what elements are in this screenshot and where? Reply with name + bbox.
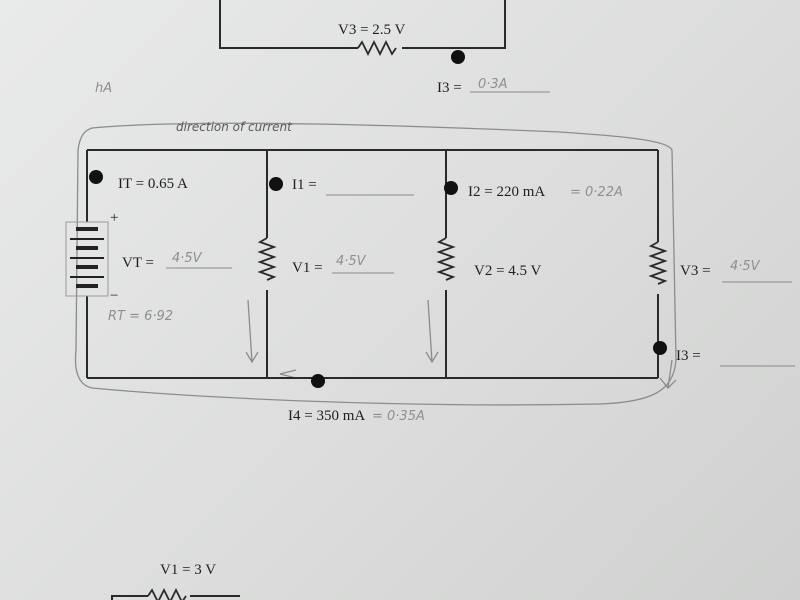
resistor-3 bbox=[648, 241, 668, 285]
i3-label: I3 = bbox=[676, 348, 701, 364]
i2-answer: = 0·22A bbox=[570, 185, 623, 200]
battery-minus: − bbox=[110, 288, 118, 304]
battery: + − bbox=[65, 210, 118, 304]
bottom-circuit: V1 = 3 V bbox=[111, 562, 240, 600]
i1-node bbox=[269, 177, 283, 191]
it-node bbox=[89, 170, 103, 184]
it-label: IT = 0.65 A bbox=[118, 176, 188, 192]
bottom-v1-label: V1 = 3 V bbox=[160, 562, 216, 578]
bottom-resistor bbox=[147, 587, 187, 600]
direction-arrow-right bbox=[659, 359, 677, 389]
resistor-1 bbox=[257, 237, 277, 281]
v1-answer: 4·5V bbox=[336, 254, 367, 269]
battery-plus: + bbox=[110, 210, 118, 226]
top-i3-label: I3 = bbox=[437, 80, 462, 96]
battery-outline bbox=[65, 221, 109, 297]
margin-note: hA bbox=[95, 81, 112, 96]
i4-node bbox=[311, 374, 325, 388]
i2-label: I2 = 220 mA bbox=[468, 184, 545, 200]
direction-loop bbox=[74, 122, 677, 406]
v3-answer: 4·5V bbox=[730, 259, 761, 274]
main-circuit: + − bbox=[65, 149, 668, 388]
top-ammeter-node bbox=[451, 50, 465, 64]
top-circuit-wire-right bbox=[402, 0, 506, 49]
pencil-annotations: direction of current bbox=[74, 120, 677, 406]
top-i3-answer: 0·3A bbox=[478, 77, 508, 92]
resistor-2 bbox=[436, 237, 456, 281]
top-circuit: V3 = 2.5 V I3 = 0·3A hA bbox=[95, 0, 550, 96]
i1-label: I1 = bbox=[292, 177, 317, 193]
i3-node bbox=[653, 341, 667, 355]
rt-note: RT = 6·92 bbox=[108, 309, 173, 324]
v2-label: V2 = 4.5 V bbox=[474, 263, 542, 279]
direction-note: direction of current bbox=[176, 120, 293, 134]
i4-answer: = 0·35A bbox=[372, 409, 425, 424]
i4-label: I4 = 350 mA bbox=[288, 408, 365, 424]
vt-answer: 4·5V bbox=[172, 251, 203, 266]
top-circuit-wire-left bbox=[219, 0, 358, 49]
direction-arrow-2 bbox=[425, 299, 439, 364]
top-v3-label: V3 = 2.5 V bbox=[338, 22, 406, 38]
top-resistor bbox=[357, 39, 397, 57]
direction-arrow-1 bbox=[245, 299, 259, 364]
main-labels: IT = 0.65 A VT = 4·5V RT = 6·92 I1 = V1 … bbox=[108, 176, 795, 424]
direction-arrow-3 bbox=[279, 369, 297, 379]
vt-label: VT = bbox=[122, 255, 154, 271]
bottom-wire bbox=[111, 595, 148, 600]
v3-label: V3 = bbox=[680, 263, 711, 279]
i2-node bbox=[444, 181, 458, 195]
v1-label: V1 = bbox=[292, 260, 323, 276]
